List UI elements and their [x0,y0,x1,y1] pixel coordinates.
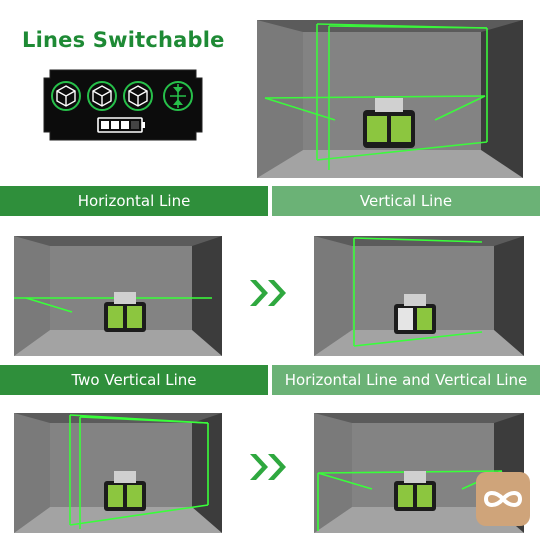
room-scene-horizontal-line [14,236,222,356]
control-panel [43,69,203,141]
room-scene-vertical-line [314,236,524,356]
banner-two-vertical-line: Two Vertical Line [0,365,268,395]
battery-cell [121,121,129,129]
room-scene-all-lines [257,20,523,178]
banner-vertical-line: Vertical Line [272,186,540,216]
cube-icon[interactable] [87,81,117,111]
laser-level-device [104,292,146,332]
battery-cell [101,121,109,129]
cube-icon[interactable] [51,81,81,111]
laser-level-device [394,471,436,511]
laser-level-device [104,471,146,511]
page-title: Lines Switchable [22,28,225,52]
chevrons-right-icon [250,280,286,306]
chevrons-right-icon [250,454,286,480]
infinity-icon [476,472,530,526]
room-scene-two-vertical-line [14,413,222,533]
battery-cell [111,121,119,129]
tilt-icon[interactable] [163,81,193,111]
laser-level-device [394,294,436,334]
banner-horizontal-and-vertical-line: Horizontal Line and Vertical Line [272,365,540,395]
room-scene-horizontal-and-vertical-line [314,413,524,533]
battery-indicator [97,117,145,133]
banner-horizontal-line: Horizontal Line [0,186,268,216]
laser-level-device [363,98,415,148]
battery-cell [131,121,139,129]
cube-icon[interactable] [123,81,153,111]
